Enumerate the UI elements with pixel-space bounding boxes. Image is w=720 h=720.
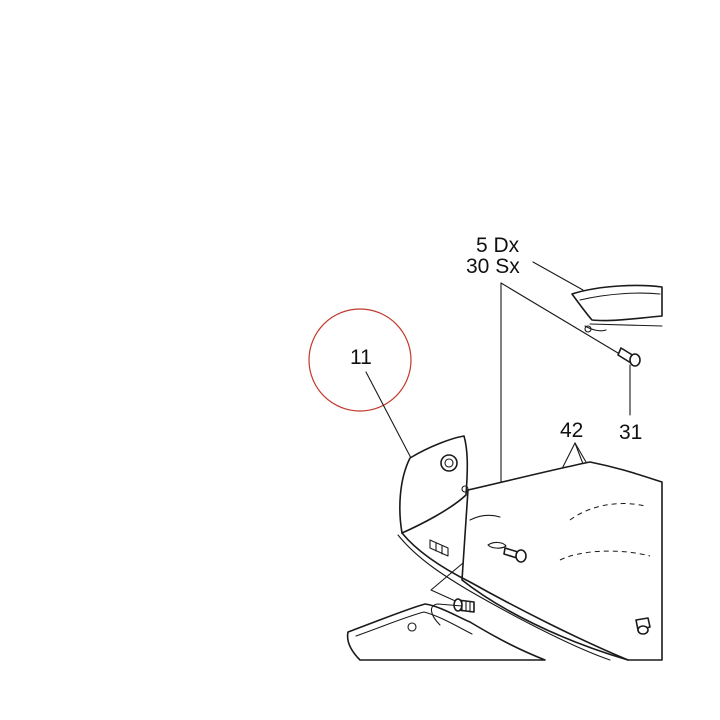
screw-42-right bbox=[635, 617, 651, 635]
leader-30-sx-down bbox=[466, 282, 502, 510]
deck-cover-part bbox=[461, 461, 663, 661]
screw-31 bbox=[617, 347, 641, 367]
callout-5-dx: 5 Dx bbox=[476, 234, 520, 257]
callout-30-sx: 30 Sx bbox=[466, 255, 520, 278]
callout-11: 11 bbox=[350, 346, 372, 369]
upper-bracket-part bbox=[571, 284, 663, 333]
leader-11 bbox=[365, 371, 412, 459]
leader-5-dx bbox=[532, 261, 584, 291]
callout-42: 42 bbox=[560, 419, 583, 442]
leader-30-sx-up bbox=[500, 282, 634, 363]
side-guard-part-11 bbox=[397, 435, 629, 661]
lower-plate-part bbox=[346, 603, 546, 661]
screw-42-left bbox=[503, 547, 527, 563]
clip-lower bbox=[430, 603, 463, 626]
highlight-circle bbox=[308, 308, 412, 412]
callout-31: 31 bbox=[619, 421, 642, 444]
